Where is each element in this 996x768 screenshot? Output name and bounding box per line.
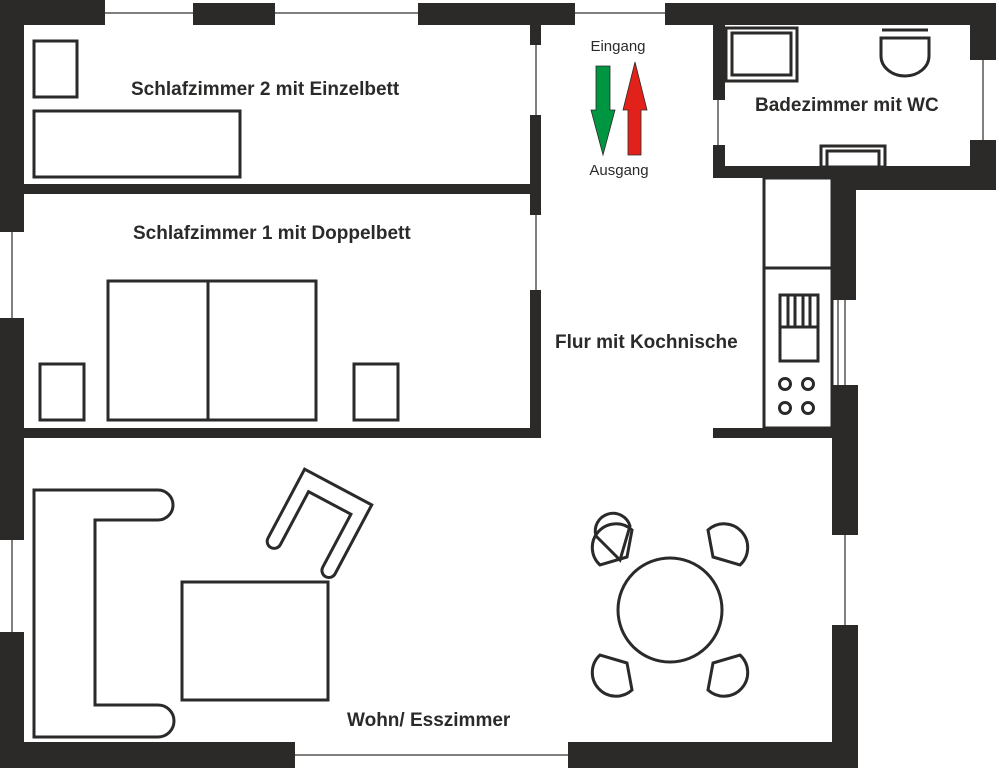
exit-label: Ausgang bbox=[589, 162, 648, 179]
room-label-bedroom2: Schlafzimmer 2 mit Einzelbett bbox=[131, 79, 400, 100]
entrance-label: Eingang bbox=[590, 38, 645, 55]
double-bed bbox=[106, 279, 318, 422]
stove-burners bbox=[778, 377, 815, 415]
sofa bbox=[32, 488, 176, 739]
room-label-bathroom: Badezimmer mit WC bbox=[755, 95, 939, 116]
bath-sink bbox=[819, 144, 887, 169]
exit-arrow-icon bbox=[622, 61, 648, 156]
room-label-bedroom1: Schlafzimmer 1 mit Doppelbett bbox=[133, 223, 411, 244]
nightstand-right bbox=[352, 362, 400, 422]
nightstand-left bbox=[38, 362, 86, 422]
entrance-arrow-icon bbox=[590, 65, 616, 157]
bathtub bbox=[724, 26, 799, 83]
windows bbox=[11, 12, 984, 756]
nightstand bbox=[32, 39, 79, 99]
room-label-hallway: Flur mit Kochnische bbox=[555, 332, 738, 353]
single-bed bbox=[32, 109, 242, 179]
armchair bbox=[265, 467, 374, 579]
kitchenette bbox=[762, 176, 834, 430]
room-label-living: Wohn/ Esszimmer bbox=[347, 710, 511, 731]
dining-chairs bbox=[590, 522, 750, 698]
coffee-table bbox=[180, 580, 330, 702]
toilet bbox=[879, 28, 931, 78]
dining-table bbox=[593, 511, 724, 664]
